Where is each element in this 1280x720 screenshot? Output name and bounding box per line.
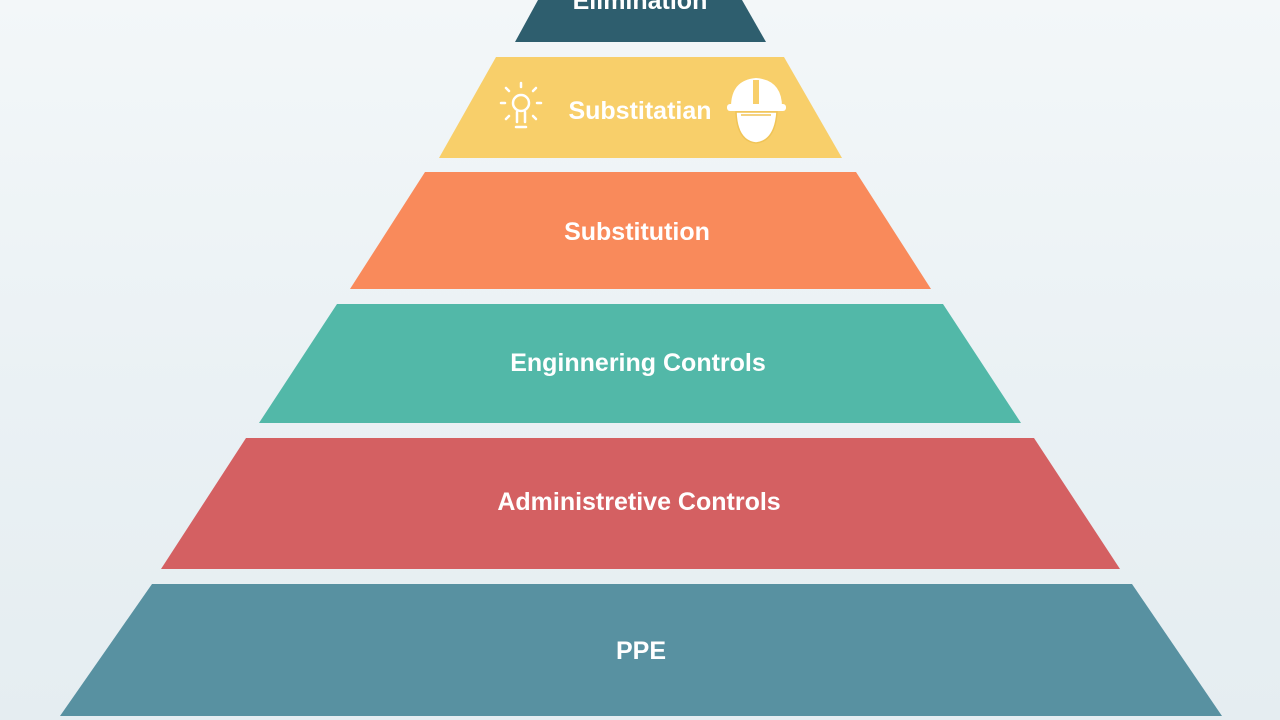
tier-substitution-top: Substitatian (439, 57, 842, 158)
tier-ppe-band (60, 584, 1222, 716)
tier-engineering-controls: Enginnering Controls (259, 304, 1021, 423)
tier-substitution-band (350, 172, 931, 289)
tier-elimination-band (515, 0, 766, 42)
tier-administrative-controls-label: Administretive Controls (497, 488, 780, 516)
tier-engineering-controls-label: Enginnering Controls (510, 349, 766, 377)
tier-engineering-controls-band (259, 304, 1021, 423)
lightbulb-icon (499, 81, 543, 129)
tier-substitution-top-label: Substitatian (568, 97, 711, 125)
tier-ppe: PPE (60, 584, 1222, 716)
tier-administrative-controls: Administretive Controls (161, 438, 1120, 569)
tier-substitution: Substitution (350, 172, 931, 289)
tier-elimination-label: Elimination (573, 0, 708, 15)
hardhat-icon (727, 78, 786, 144)
tier-elimination: Elimination (515, 0, 766, 42)
tier-ppe-label: PPE (616, 637, 666, 665)
tier-substitution-label: Substitution (564, 218, 710, 246)
tier-administrative-controls-band (161, 438, 1120, 569)
